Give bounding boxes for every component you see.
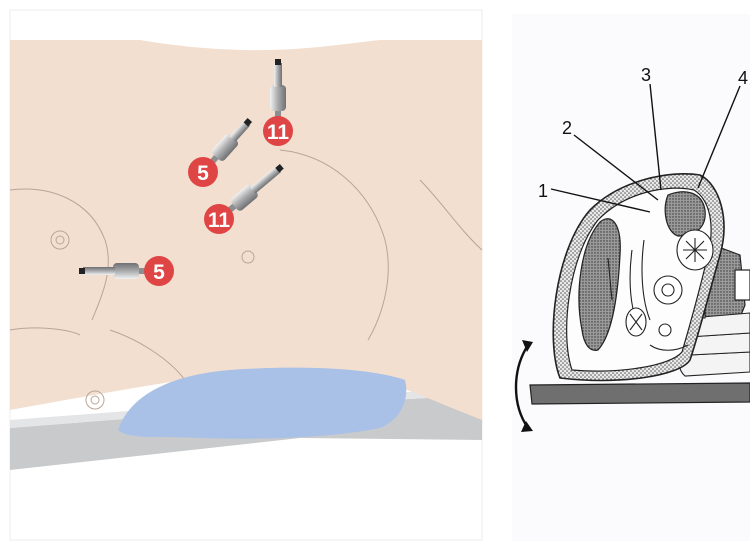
right-illustration-panel: 1 2 3 4 [512, 14, 750, 541]
callout-label-2: 2 [562, 118, 572, 138]
callout-label-3: 3 [641, 65, 651, 85]
port-size-label: 5 [153, 261, 165, 284]
patient-body [10, 40, 482, 420]
port-size-label: 5 [197, 162, 209, 185]
lung-right [665, 192, 705, 236]
callout-label-1: 1 [538, 181, 548, 201]
left-illustration-panel [10, 10, 482, 540]
port-size-label: 11 [267, 121, 290, 144]
port-size-label: 11 [208, 209, 231, 232]
callout-label-4: 4 [738, 68, 748, 88]
positioning-board [530, 383, 750, 404]
